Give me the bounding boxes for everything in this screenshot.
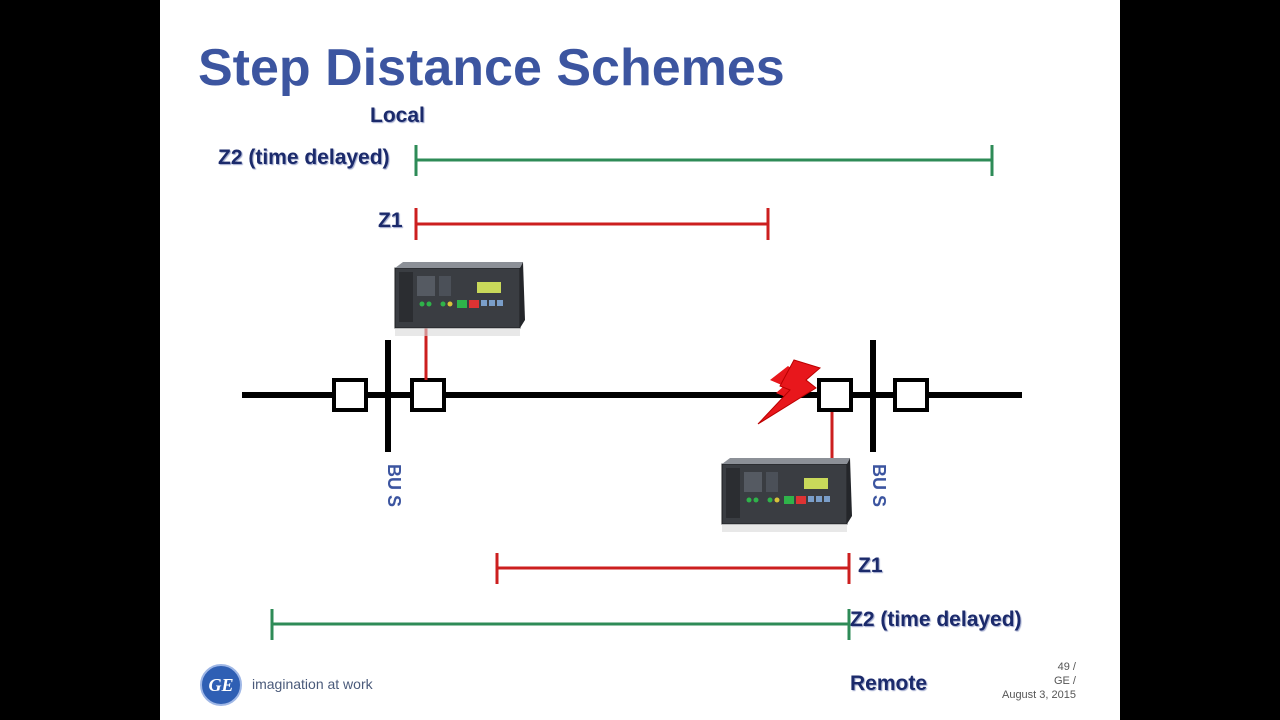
breaker-right-outer xyxy=(893,378,929,412)
local-z1-label: Z1 xyxy=(378,209,403,232)
slide-date: August 3, 2015 xyxy=(1001,689,1076,701)
local-label: Local xyxy=(370,104,425,127)
page-number: 49 / xyxy=(1057,661,1076,673)
ge-logo-text: GE xyxy=(208,675,234,695)
one-line-diagram xyxy=(242,145,1022,640)
remote-z2-label: Z2 (time delayed) xyxy=(850,608,1022,631)
remote-z1-reach xyxy=(495,553,851,584)
breaker-left-inner xyxy=(410,378,446,412)
company-name: GE / xyxy=(1053,675,1076,687)
ge-logo-icon: GE xyxy=(200,664,242,706)
local-z2-reach xyxy=(414,145,994,176)
tagline: imagination at work xyxy=(252,676,373,692)
right-bus-label: BU S xyxy=(869,464,889,508)
remote-z2-reach xyxy=(270,609,851,640)
local-z2-label: Z2 (time delayed) xyxy=(218,146,390,169)
breaker-right-inner xyxy=(817,378,853,412)
local-z1-reach xyxy=(414,208,770,240)
relay-device-icon xyxy=(394,262,525,336)
breaker-left-outer xyxy=(332,378,368,412)
remote-label: Remote xyxy=(850,672,928,695)
page-title: Step Distance Schemes xyxy=(198,39,785,97)
slide-footer: 49 / GE / August 3, 2015 xyxy=(1002,660,1076,702)
left-bus-label: BU S xyxy=(384,464,404,508)
remote-z1-label: Z1 xyxy=(858,554,883,577)
relay-device-icon xyxy=(721,458,852,532)
slide: Step Distance Schemes xyxy=(160,0,1120,720)
